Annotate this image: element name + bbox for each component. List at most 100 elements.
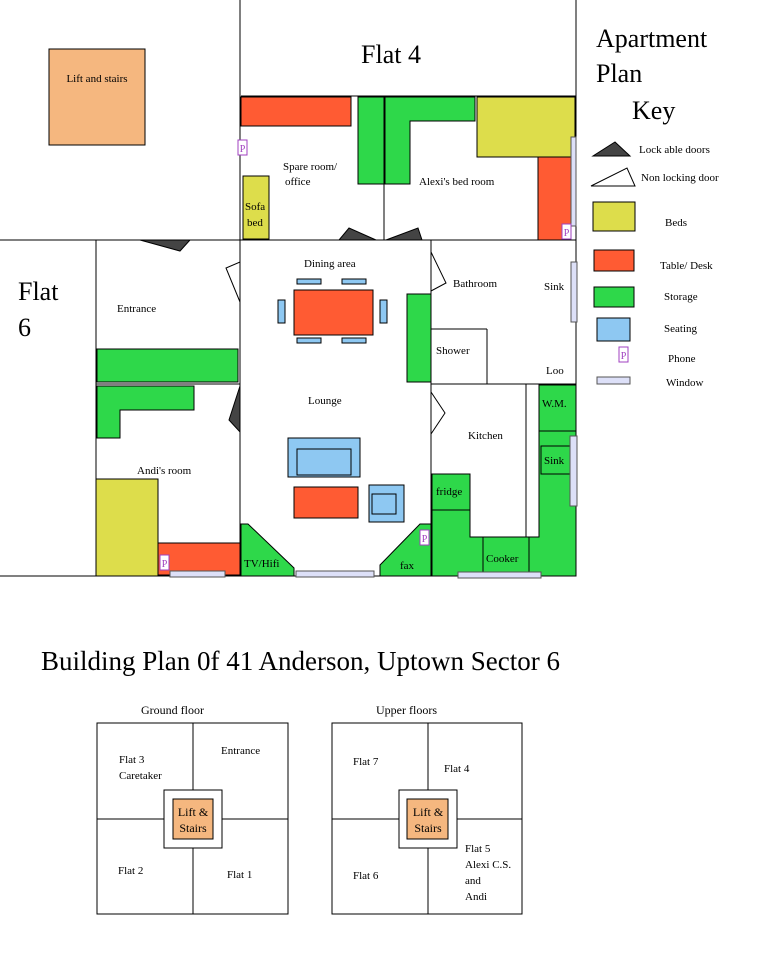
- svg-text:P: P: [621, 351, 627, 362]
- sofa: [287, 437, 361, 478]
- key-label-seating: Seating: [664, 323, 697, 335]
- ground-flat2-label: Flat 2: [118, 865, 143, 877]
- lockable-door: [228, 385, 241, 434]
- ground-lift-label-line2: Stairs: [179, 821, 207, 835]
- svg-text:P: P: [162, 559, 168, 570]
- dining-area-label: Dining area: [304, 258, 356, 270]
- ground-flat3-line2: Caretaker: [119, 770, 162, 782]
- upper-flat4-label: Flat 4: [444, 763, 470, 775]
- dining-chair: [296, 278, 322, 285]
- bed-swatch-icon: [592, 201, 636, 232]
- andi-window: [169, 570, 226, 578]
- plan-key: Apartment Plan Key Lock able doors Non l…: [590, 24, 719, 389]
- wm-label: W.M.: [542, 398, 567, 410]
- spare-room-label-line1: Spare room/: [283, 161, 338, 173]
- building-plan-title: Building Plan 0f 41 Anderson, Uptown Sec…: [41, 646, 560, 676]
- key-label-lockable: Lock able doors: [639, 144, 710, 156]
- lockable-door: [385, 227, 423, 241]
- lockable-door-icon: [591, 141, 632, 157]
- table-swatch-icon: [593, 249, 635, 272]
- ground-lift-label-line1: Lift &: [178, 805, 209, 819]
- fax-label: fax: [400, 560, 415, 572]
- sofa-bed-label-line1: Sofa: [245, 201, 265, 213]
- key-title-line3: Key: [632, 96, 675, 125]
- upper-flat5-line3: and: [465, 875, 481, 887]
- phone-icon: P: [561, 223, 572, 240]
- non-locking-door: [430, 390, 446, 436]
- upper-flat6-label: Flat 6: [353, 870, 379, 882]
- key-label-window: Window: [666, 377, 703, 389]
- svg-text:P: P: [422, 534, 428, 545]
- lounge-window: [295, 570, 375, 578]
- spare-room-desk: [240, 96, 352, 127]
- alexi-bedroom-storage: [384, 96, 476, 185]
- sofa-bed: [242, 175, 270, 240]
- tv-hifi-unit: [240, 523, 295, 577]
- andi-storage: [96, 385, 195, 439]
- upper-lift-label-line1: Lift &: [413, 805, 444, 819]
- bathroom-sink-label: Sink: [544, 281, 565, 293]
- cooker: [482, 536, 530, 577]
- alexi-window: [570, 136, 577, 227]
- dining-chair: [296, 337, 322, 344]
- alexi-bedroom-label: Alexi's bed room: [419, 176, 495, 188]
- coffee-table: [293, 486, 359, 519]
- spare-room-label-line2: office: [285, 176, 311, 188]
- kitchen-window: [569, 435, 578, 507]
- upper-flat7-label: Flat 7: [353, 756, 379, 768]
- kitchen-sink: [540, 445, 572, 475]
- upper-lift-label-line2: Stairs: [414, 821, 442, 835]
- loo-label: Loo: [546, 365, 564, 377]
- entrance-storage: [96, 348, 239, 383]
- phone-icon: P: [237, 139, 248, 156]
- washing-machine: [538, 384, 577, 432]
- andi-bed: [95, 478, 159, 577]
- ground-entrance-label: Entrance: [221, 745, 260, 757]
- lift-and-stairs-label: Lift and stairs: [66, 73, 127, 85]
- key-label-storage: Storage: [664, 291, 698, 303]
- kitchen-label: Kitchen: [468, 430, 503, 442]
- ground-floor-plan: Ground floor Lift & Stairs Flat 3 Careta…: [96, 703, 289, 915]
- spare-room-storage: [357, 96, 385, 185]
- key-label-table: Table/ Desk: [660, 260, 713, 272]
- dining-chair: [277, 299, 286, 324]
- non-locking-door: [225, 261, 241, 303]
- svg-text:P: P: [240, 144, 246, 155]
- lounge-label: Lounge: [308, 395, 342, 407]
- fridge: [431, 473, 471, 511]
- alexi-bed: [476, 96, 576, 158]
- entrance-label: Entrance: [117, 303, 156, 315]
- phone-icon: P: [618, 346, 629, 363]
- flat-6-label-line1: Flat: [18, 277, 59, 306]
- lockable-door: [337, 227, 377, 241]
- kitchen-window: [457, 571, 542, 579]
- kitchen-sink-label: Sink: [544, 455, 565, 467]
- dining-table: [293, 289, 374, 336]
- fax-unit: [379, 523, 432, 577]
- phone-icon: P: [159, 554, 170, 571]
- upper-floors-heading: Upper floors: [376, 703, 437, 717]
- ground-floor-heading: Ground floor: [141, 703, 204, 717]
- key-title-line1: Apartment: [596, 24, 708, 53]
- armchair: [368, 484, 405, 523]
- dining-chair: [341, 278, 367, 285]
- andi-desk: [157, 542, 241, 576]
- dining-chair: [341, 337, 367, 344]
- ground-flat1-label: Flat 1: [227, 869, 252, 881]
- lockable-door: [139, 239, 192, 252]
- dining-storage: [406, 293, 432, 383]
- key-label-phone: Phone: [668, 353, 696, 365]
- andi-room-label: Andi's room: [137, 465, 192, 477]
- key-label-nonlocking: Non locking door: [641, 172, 719, 184]
- fridge-label: fridge: [436, 486, 462, 498]
- cooker-label: Cooker: [486, 553, 519, 565]
- phone-icon: P: [419, 529, 430, 546]
- sofa-bed-label-line2: bed: [247, 217, 263, 229]
- flat-6-label-line2: 6: [18, 313, 31, 342]
- flat-4-label: Flat 4: [361, 40, 421, 69]
- upper-flat5-line2: Alexi C.S.: [465, 859, 511, 871]
- bathroom-label: Bathroom: [453, 278, 497, 290]
- upper-flat5-line1: Flat 5: [465, 843, 491, 855]
- tv-hifi-label: TV/Hifi: [244, 558, 279, 570]
- key-label-beds: Beds: [665, 217, 687, 229]
